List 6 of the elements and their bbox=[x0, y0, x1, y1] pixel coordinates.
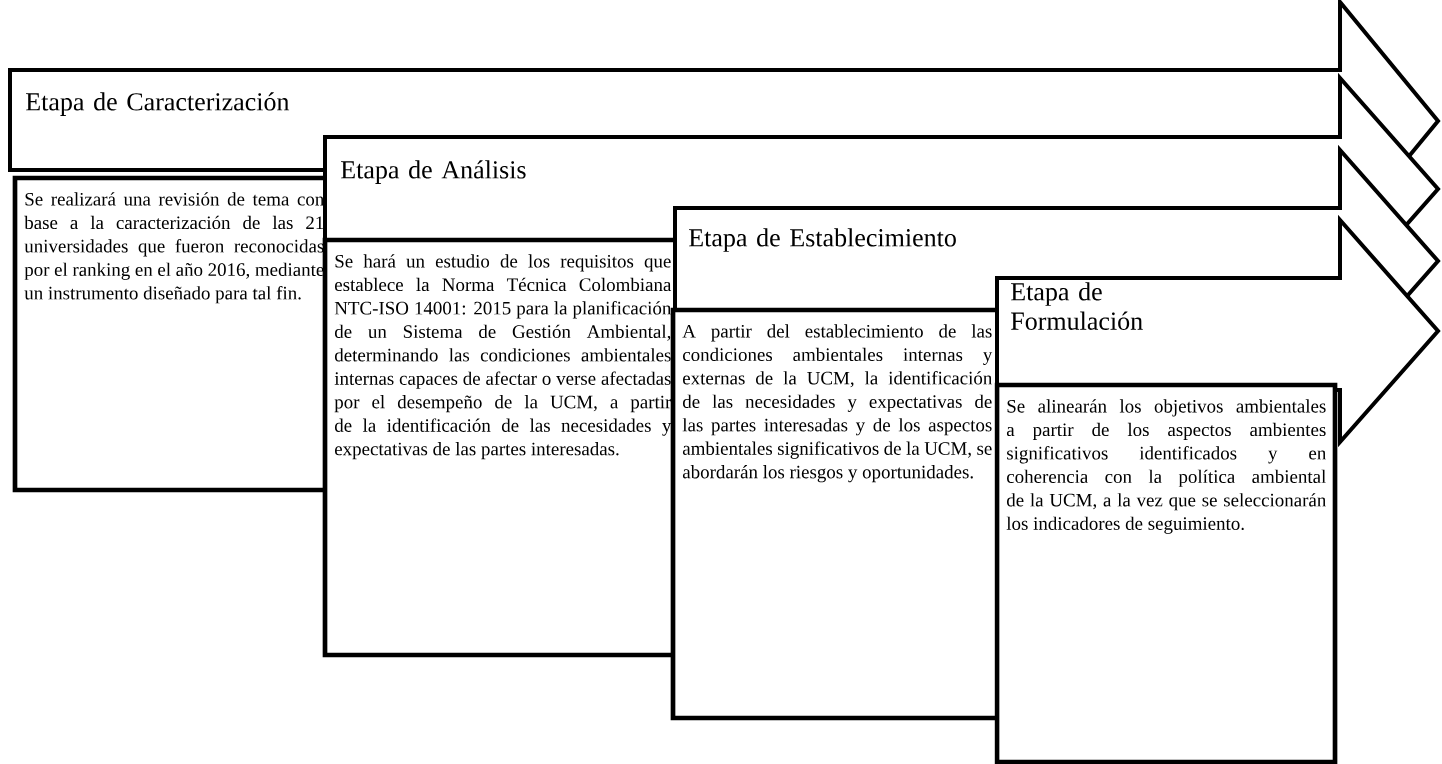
description-box: Se hará un estudio de los requisitos que establece la Norma Técnica Colombiana NTC-ISO 14001: 2015 para la planificación de un Sistema de Gestión Ambiental, determinando las condiciones ambientales internas capaces de afectar o verse afectadas por el desempeño de la UCM, a partir de la identificación de las necesidades y expectativas de las partes interesadas. bbox=[322, 237, 683, 658]
description-box: A partir del establecimiento de las condiciones ambientales internas y externas de la UCM, la identificación de las necesidades y expectativas de las partes interesadas y de los aspectos ambientales significativos de la UCM, se abordarán los riesgos y oportunidades. bbox=[670, 307, 1003, 721]
node-label: Etapa de Análisis bbox=[341, 160, 526, 184]
description-box: Se alinearán los objetivos ambientales a partir de los aspectos ambientes significativos identificados y en coherencia con la política ambiental de la UCM, a la vez que se seleccionarán los indicadores de seguimiento. bbox=[994, 382, 1338, 764]
description-box: Se realizará una revisión de tema con base a la caracterización de las 21 universidades que fueron reconocidas por el ranking en el año 2016, mediante un instrumento diseñado para tal fin. bbox=[12, 175, 333, 493]
node-label: Etapa de Establecimiento bbox=[689, 228, 956, 252]
